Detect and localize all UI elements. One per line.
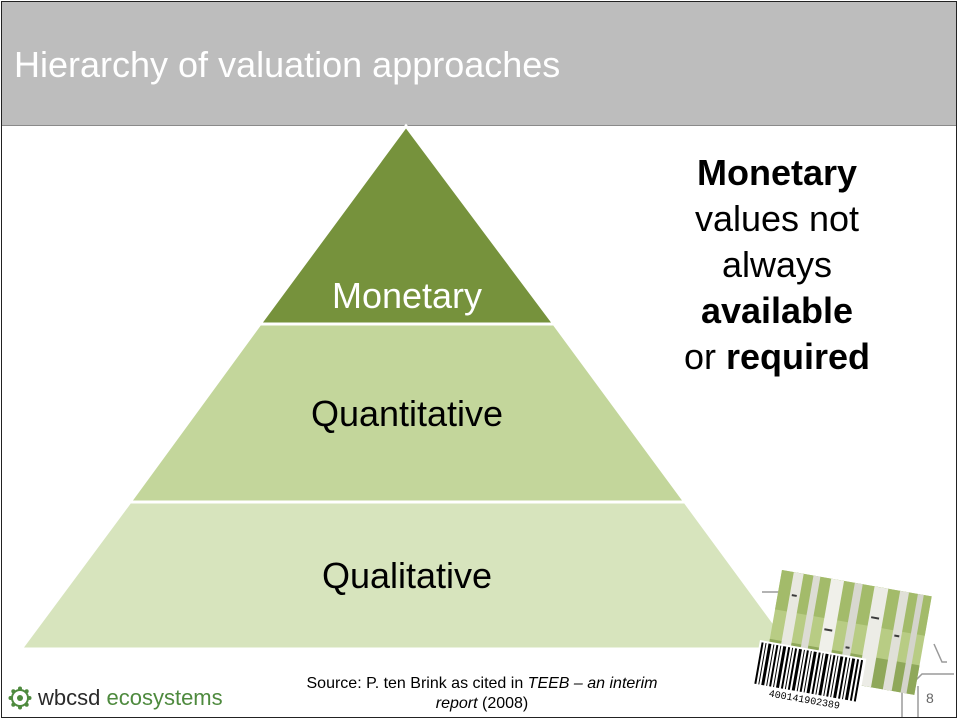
callout-line-3: always <box>721 244 833 285</box>
logo-text-ecosystems: ecosystems <box>106 685 223 710</box>
tier-label-qualitative: Qualitative <box>322 555 492 596</box>
source-prefix: Source: P. ten Brink as cited in <box>306 675 524 692</box>
slide-header: Hierarchy of valuation approaches <box>2 2 956 126</box>
callout-line-1: Monetary <box>696 152 858 193</box>
pyramid-tier-monetary <box>257 123 557 326</box>
barcode: 400141902389 <box>750 640 867 714</box>
wbcsd-logo: wbcsd ecosystems <box>8 685 223 711</box>
slide-title: Hierarchy of valuation approaches <box>14 44 561 85</box>
callout-text: Monetary values not always available or … <box>642 150 912 380</box>
callout-line-2: values not <box>694 198 860 239</box>
callout-line-5-prefix: or <box>683 336 716 377</box>
source-title: TEEB – an interim report <box>435 675 658 712</box>
source-citation: Source: P. ten Brink as cited in TEEB – … <box>302 674 662 714</box>
forest-barcode-graphic: 400141902389 <box>750 570 954 717</box>
callout-line-4: available <box>700 290 854 331</box>
tier-label-quantitative: Quantitative <box>311 393 503 434</box>
source-year: (2008) <box>482 695 529 712</box>
callout-line-5-bold: required <box>725 336 871 377</box>
page-number: 8 <box>926 690 934 706</box>
tier-label-monetary: Monetary <box>332 275 482 316</box>
globe-leaf-icon <box>8 686 32 710</box>
logo-text-wbcsd: wbcsd <box>38 685 101 710</box>
